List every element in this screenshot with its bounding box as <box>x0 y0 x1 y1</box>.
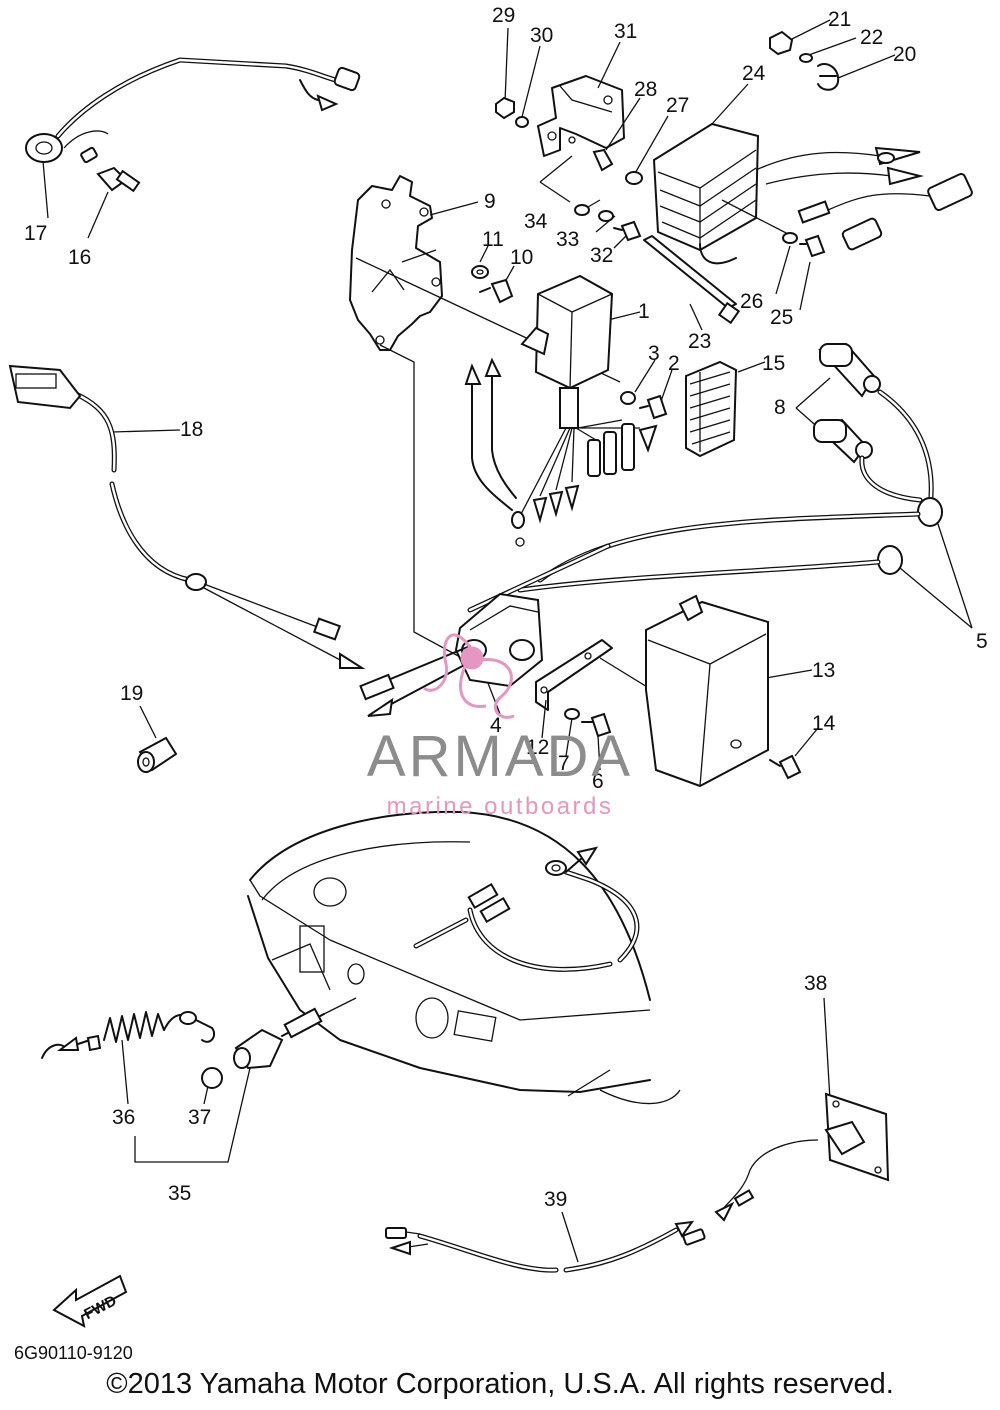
callout-25: 25 <box>770 306 793 329</box>
callout-22: 22 <box>860 26 883 49</box>
watermark-brand-name: ARMADA <box>366 724 634 789</box>
washer-26-bolt-25 <box>782 232 826 258</box>
cable-tie-23 <box>643 235 741 325</box>
callout-numbers: 1 2 3 4 5 6 7 8 9 10 11 12 13 14 15 16 1… <box>24 4 988 1211</box>
bracket-31-hardware <box>495 75 643 242</box>
callout-37: 37 <box>188 1106 211 1129</box>
washer-11-bolt-10 <box>471 265 514 304</box>
ignition-coil-4 <box>359 511 921 717</box>
callout-27: 27 <box>666 94 689 117</box>
callout-23: 23 <box>688 330 711 353</box>
bolt-washer-clamp-20-22 <box>769 30 840 91</box>
callout-35: 35 <box>168 1182 191 1205</box>
callout-32: 32 <box>590 244 613 267</box>
battery-lead-wire <box>25 57 361 164</box>
copyright-notice: ©2013 Yamaha Motor Corporation, U.S.A. A… <box>106 1368 894 1400</box>
callout-14: 14 <box>812 712 836 735</box>
callout-28: 28 <box>634 78 657 101</box>
callout-1: 1 <box>638 300 650 323</box>
screw-14 <box>769 754 802 780</box>
terminal-block-15 <box>685 360 738 458</box>
callout-29: 29 <box>492 4 515 27</box>
callout-4: 4 <box>490 714 502 737</box>
callout-13: 13 <box>812 659 835 682</box>
lighting-socket-38 <box>721 1092 890 1211</box>
bracket-12-washer-7-bolt-6 <box>535 639 653 738</box>
callout-16: 16 <box>68 246 91 269</box>
callout-9: 9 <box>484 190 496 213</box>
callout-8: 8 <box>774 396 786 419</box>
cdi-unit-1 <box>464 274 658 547</box>
callout-38: 38 <box>804 972 827 995</box>
callout-21: 21 <box>828 8 851 31</box>
callout-18: 18 <box>180 418 203 441</box>
callout-26: 26 <box>740 290 763 313</box>
callout-12: 12 <box>526 736 549 759</box>
fwd-direction-marker: FWD <box>52 1274 128 1328</box>
stop-switch-35 <box>41 997 357 1089</box>
cowling-harness <box>413 846 640 972</box>
watermark-tagline: marine outboards <box>386 793 614 820</box>
callout-39: 39 <box>544 1188 567 1211</box>
diagram-code: 6G90110-9120 <box>14 1343 133 1363</box>
callout-17: 17 <box>24 222 47 245</box>
rectifier-regulator-24 <box>652 122 973 265</box>
washer-3-bolt-2 <box>620 391 668 420</box>
callout-36: 36 <box>112 1106 135 1129</box>
bottom-cowling <box>247 810 681 1105</box>
propeller-logo-icon <box>423 633 515 719</box>
callout-7: 7 <box>558 752 570 775</box>
wire-lead-18 <box>8 364 366 669</box>
callout-31: 31 <box>614 20 637 43</box>
callout-19: 19 <box>120 682 143 705</box>
callout-10: 10 <box>510 246 533 269</box>
plug-caps-8 <box>813 342 943 575</box>
callout-34: 34 <box>524 210 548 233</box>
lighting-lead-39 <box>385 1201 735 1273</box>
callout-30: 30 <box>530 24 553 47</box>
callout-33: 33 <box>556 228 579 251</box>
callout-24: 24 <box>742 62 766 85</box>
cover-13 <box>645 594 769 788</box>
grommet-19 <box>137 736 178 773</box>
sender-16 <box>96 166 141 193</box>
callout-3: 3 <box>648 342 660 365</box>
callout-20: 20 <box>893 43 916 66</box>
callout-15: 15 <box>762 352 785 375</box>
callout-6: 6 <box>592 770 604 793</box>
callout-11: 11 <box>482 228 504 251</box>
callout-2: 2 <box>668 352 680 375</box>
callout-5: 5 <box>976 630 988 653</box>
